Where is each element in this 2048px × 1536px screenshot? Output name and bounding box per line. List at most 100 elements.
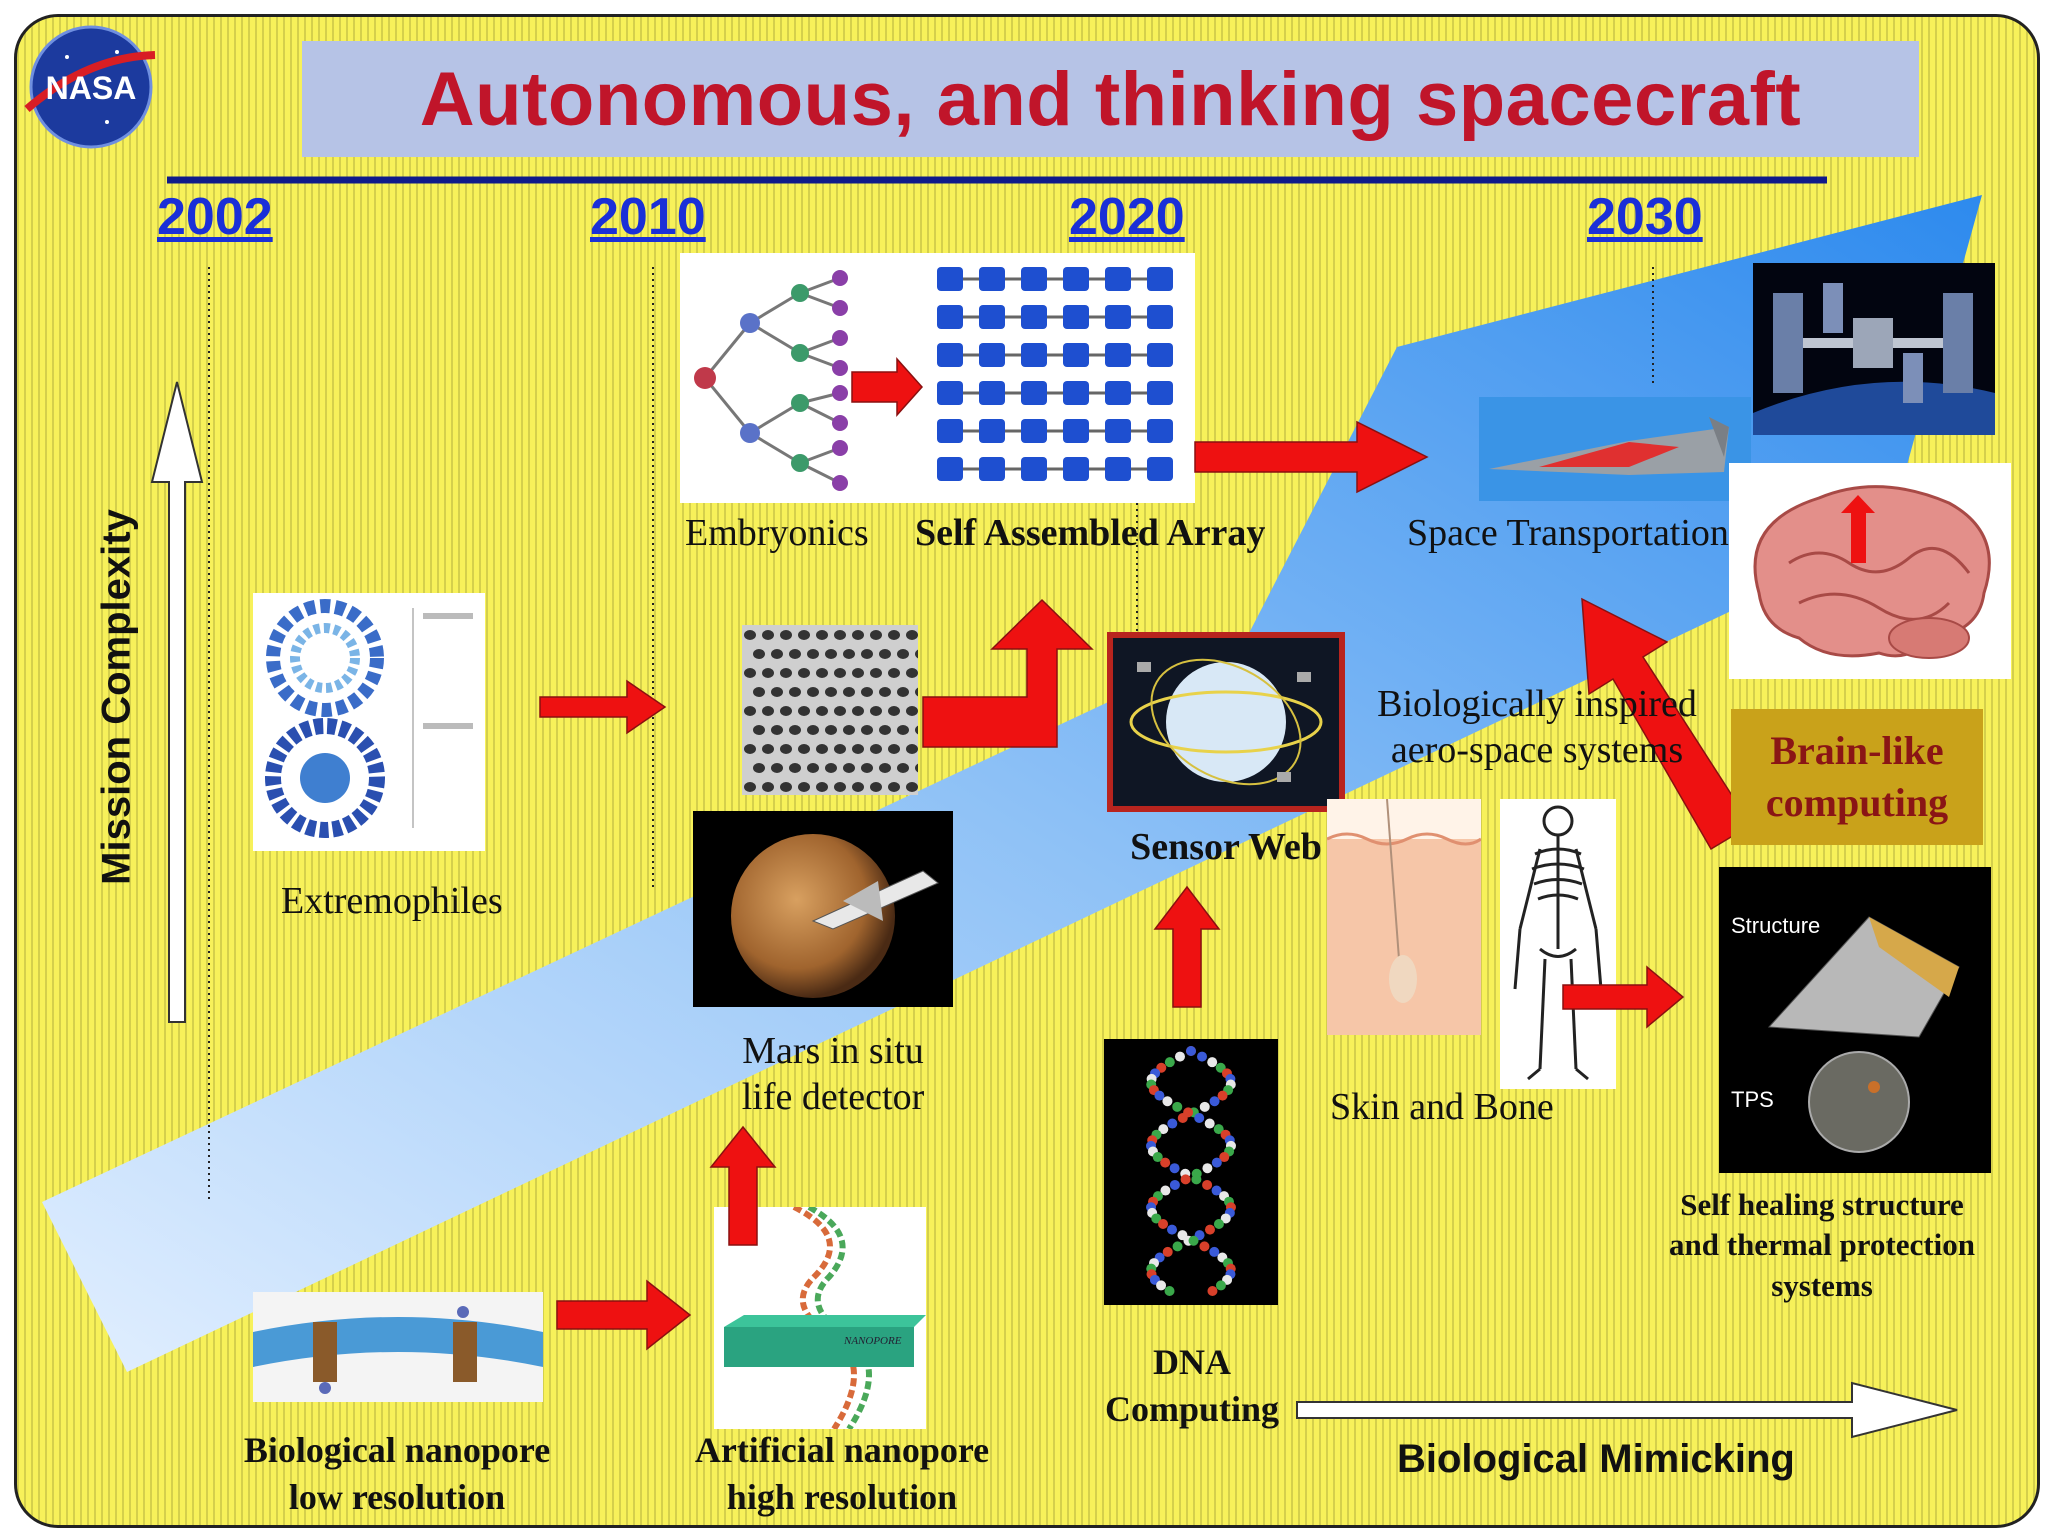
pattern-dot [843,763,855,773]
pattern-dot [753,687,765,697]
pattern-dot [762,782,774,792]
array-cell [1063,457,1089,481]
mars-line1: Mars in situ [742,1030,924,1072]
pattern-dot [780,630,792,640]
arrow-artificial-up [709,1125,777,1246]
pattern-dot [744,782,756,792]
dna-bead [1172,1241,1183,1252]
pattern-dot [906,706,918,716]
sensor-web-image [1107,632,1345,812]
pattern-dot [870,744,882,754]
pattern-dot [762,744,774,754]
dna-bead [1197,1051,1208,1062]
pattern-dot [861,649,873,659]
arrow-extremophiles [539,679,667,735]
array-cell [937,457,963,481]
dna-bead [1199,1241,1210,1252]
pattern-dot [789,725,801,735]
dna-bead [1209,1246,1220,1257]
skeleton-image [1500,799,1616,1089]
array-cell [1063,343,1089,367]
pattern-dot [798,668,810,678]
dna-bead [1169,1163,1180,1174]
array-cell [1021,343,1047,367]
array-cell [979,267,1005,291]
pattern-dot [762,706,774,716]
biological-nanopore-image [253,1292,543,1402]
pattern-dot [888,706,900,716]
pattern-dot [816,782,828,792]
pattern-dot [870,668,882,678]
brain-like-line2: computing [1765,780,1949,825]
year-2020: 2020 [1069,188,1185,246]
array-cell [937,381,963,405]
dna-bead [1158,1124,1169,1135]
skin-image [1327,799,1481,1035]
pattern-dot [816,668,828,678]
array-cell [1063,419,1089,443]
dna-bead [1207,1057,1218,1068]
pattern-dot [834,706,846,716]
dna-bead [1160,1185,1171,1196]
dna-bead [1156,1280,1167,1291]
pattern-dot [834,782,846,792]
array-cell [1063,381,1089,405]
self-healing-line3: systems [1771,1267,1873,1303]
array-cell [979,457,1005,481]
pattern-dot [897,725,909,735]
array-cell [937,419,963,443]
extremophiles-image [253,593,485,851]
pattern-dot [744,668,756,678]
pattern-dot [843,725,855,735]
self-healing-image: Structure TPS [1719,867,1991,1173]
self-healing-line2: and thermal protection [1669,1227,1975,1263]
art-nanopore-line2: high resolution [726,1476,958,1517]
dna-computing-label: DNA Computing [1077,1339,1307,1433]
pattern-dot [852,744,864,754]
dna-bead [1158,1219,1169,1230]
pattern-dot [870,630,882,640]
pattern-dot [744,706,756,716]
pattern-dot [744,630,756,640]
dna-bead [1164,1057,1175,1068]
pattern-dot [762,668,774,678]
pattern-dot [771,649,783,659]
self-healing-graphic [1767,916,1960,1153]
array-cell [1105,343,1131,367]
space-station-image [1753,263,1995,435]
year-2010: 2010 [590,188,706,246]
pattern-dot [789,763,801,773]
array-cell [1021,305,1047,329]
pattern-dot [798,706,810,716]
array-cell [979,419,1005,443]
complexity-axis-arrow [150,381,204,1023]
dna-bead [1172,1101,1183,1112]
brain-image [1729,463,2011,679]
title-bar: Autonomous, and thinking spacecraft [302,41,1919,157]
pattern-dot [780,744,792,754]
pattern-dot [888,630,900,640]
pattern-dot [807,763,819,773]
year-2030: 2030 [1587,188,1703,246]
pattern-dot [915,649,918,659]
pattern-dot [906,782,918,792]
pattern-dot [771,687,783,697]
dna-bead [1207,1286,1218,1296]
pattern-dot [843,687,855,697]
array-cell [1021,381,1047,405]
pattern-dot [861,725,873,735]
pattern-dot [798,630,810,640]
arrow-embryonics [851,357,924,417]
pattern-dot [816,630,828,640]
pattern-dot [915,763,918,773]
self-assembled-array-label: Self Assembled Array [915,512,1266,554]
array-cell [1147,343,1173,367]
pattern-dot [870,706,882,716]
dna-bead [1169,1179,1180,1190]
dna-bead [1177,1112,1188,1123]
array-cell [979,343,1005,367]
sensor-web-label: Sensor Web [1130,826,1322,868]
mars-label: Mars in situ life detector [723,1029,943,1120]
dna-line1: DNA [1153,1342,1231,1382]
pattern-dot [906,668,918,678]
